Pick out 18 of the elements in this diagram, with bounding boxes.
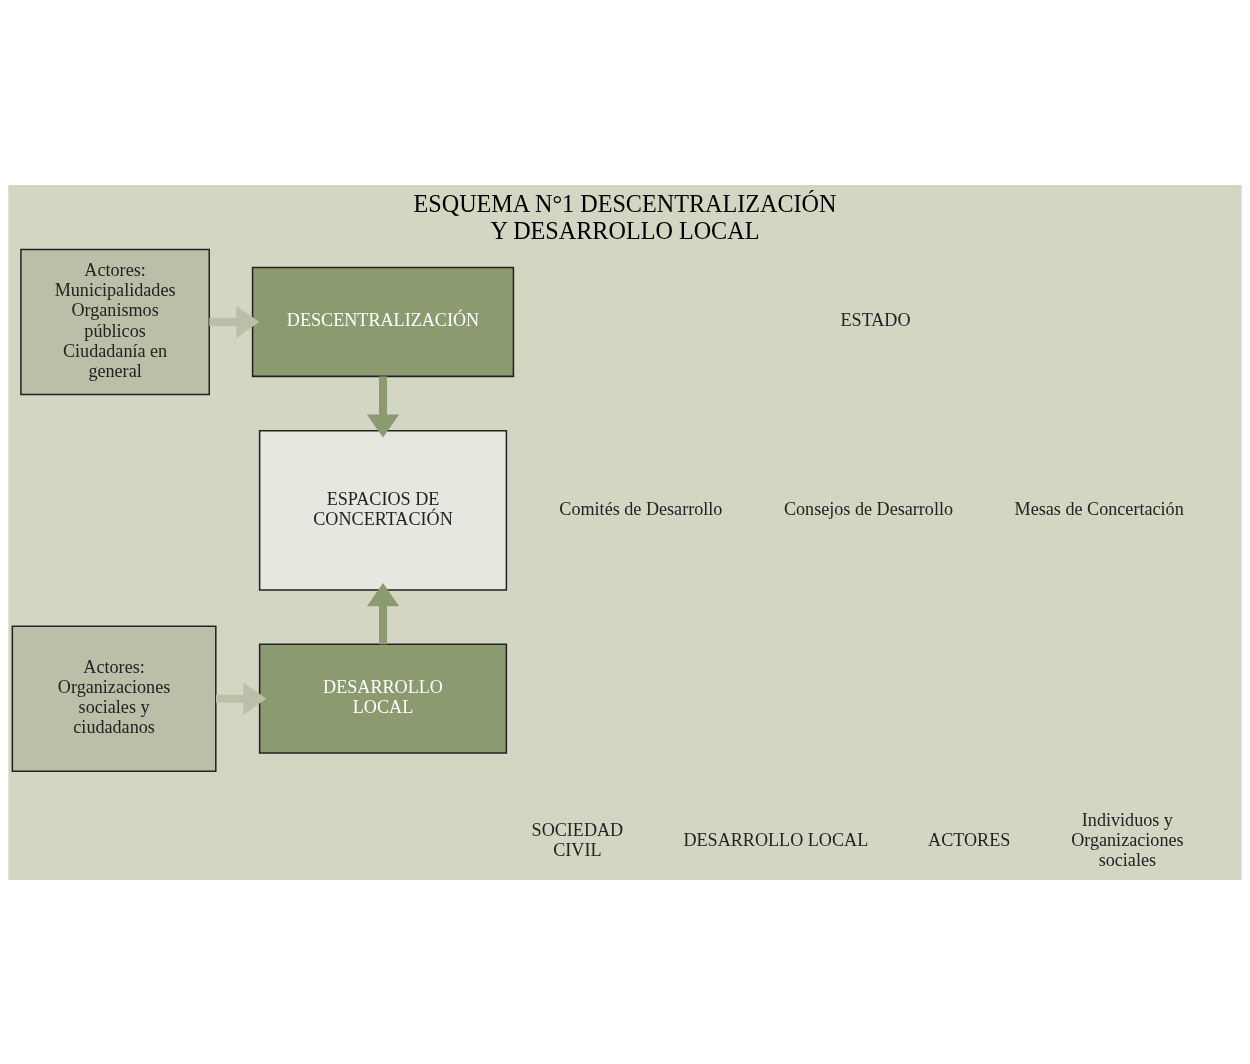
diagram-title: ESQUEMA N°1 DESCENTRALIZACIÓN Y DESARROLLO LOCAL xyxy=(413,189,837,244)
node-box: Actores: Organizaciones sociales y ciudadanos xyxy=(11,624,217,772)
node-box: ESPACIOS DE CONCERTACIÓN xyxy=(258,429,508,591)
label: DESARROLLO LOCAL xyxy=(683,829,869,850)
label: Comités de Desarrollo xyxy=(559,498,723,519)
arrow xyxy=(366,582,400,644)
node-box: Actores: Municipalidades Organismos públicos Ciudadanía en general xyxy=(20,248,210,395)
label: Mesas de Concertación xyxy=(1014,498,1184,519)
arrow xyxy=(366,375,400,438)
label: ACTORES xyxy=(928,829,1011,850)
label: Individuos y Organizaciones sociales xyxy=(1071,809,1184,870)
label: SOCIEDAD CIVIL xyxy=(531,819,624,860)
node-box: DESARROLLO LOCAL xyxy=(258,643,508,754)
arrow xyxy=(216,682,267,715)
node-box: DESCENTRALIZACIÓN xyxy=(251,266,515,377)
arrow xyxy=(209,305,260,338)
label: Consejos de Desarrollo xyxy=(783,498,954,519)
label: ESTADO xyxy=(840,309,911,330)
